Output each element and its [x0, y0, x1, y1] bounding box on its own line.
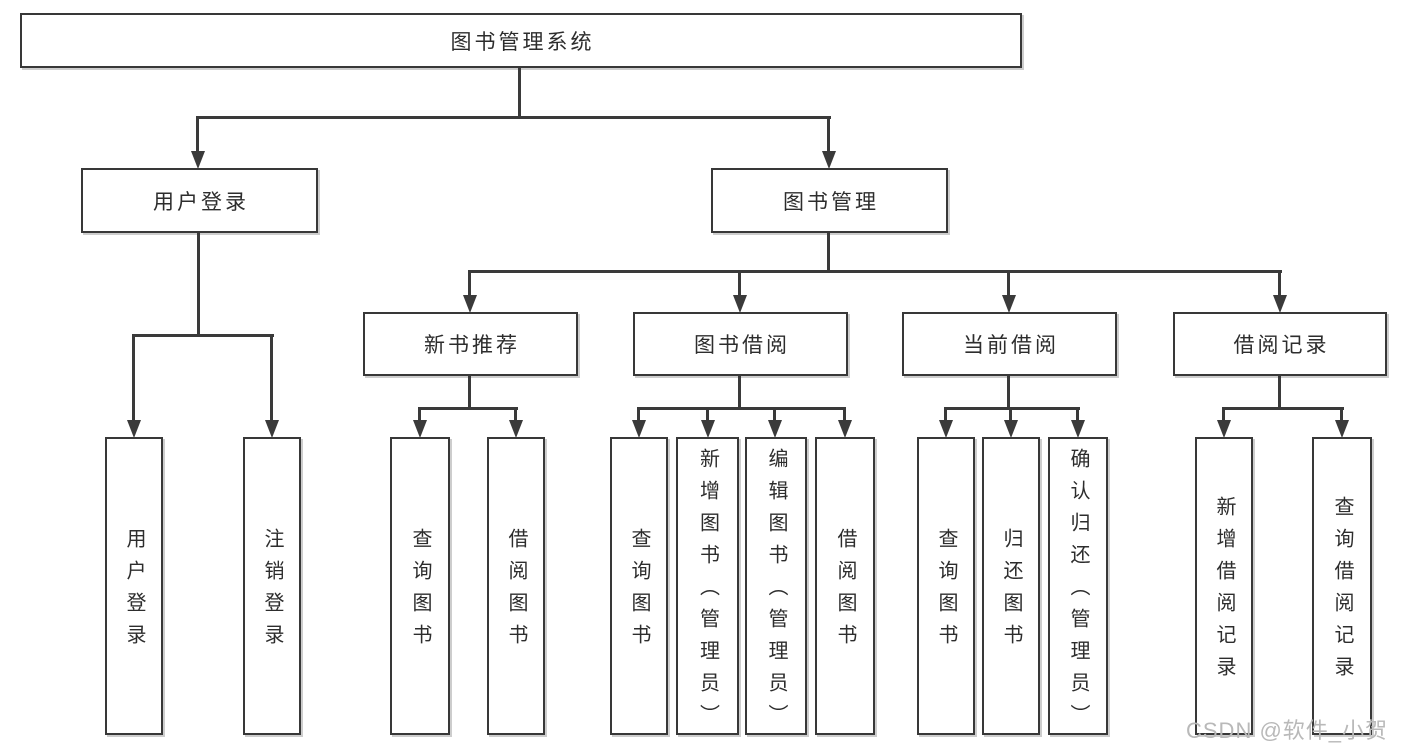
- arrowhead-down-icon: [191, 151, 205, 169]
- node-root-system: 图书管理系统: [20, 13, 1022, 68]
- arrowhead-down-icon: [768, 420, 782, 438]
- arrowhead-down-icon: [1217, 420, 1231, 438]
- node-book-mgmt: 图书管理: [711, 168, 948, 233]
- leaf-add-borrow-record: 新增借阅记录: [1195, 437, 1253, 735]
- edge-new-book-stub: [468, 376, 471, 410]
- leaf-label: 注销登录: [261, 528, 283, 656]
- arrowhead-down-icon: [1004, 420, 1018, 438]
- edge-to-leaf-login: [132, 334, 135, 420]
- node-user-login-label: 用户登录: [153, 190, 249, 214]
- arrowhead-down-icon: [1002, 295, 1016, 313]
- leaf-label: 查询借阅记录: [1331, 496, 1353, 688]
- arrowhead-down-icon: [1273, 295, 1287, 313]
- edge-new-book-hline: [420, 407, 518, 410]
- edge-current-borrow-hline: [946, 407, 1080, 410]
- edge-book-borrow-stub: [738, 376, 741, 410]
- edge-to-leaf: [1222, 407, 1225, 420]
- edge-to-new-book: [468, 270, 471, 295]
- edge-user-login-hline: [134, 334, 274, 337]
- arrowhead-down-icon: [265, 420, 279, 438]
- leaf-label: 用户登录: [123, 528, 145, 656]
- leaf-user-login: 用户登录: [105, 437, 163, 735]
- edge-to-leaf: [514, 407, 517, 420]
- arrowhead-down-icon: [701, 420, 715, 438]
- leaf-add-books-admin: 新增图书（管理员）: [676, 437, 739, 736]
- leaf-query-books-newbook: 查询图书: [390, 437, 450, 735]
- node-book-mgmt-label: 图书管理: [783, 190, 879, 214]
- arrowhead-down-icon: [632, 420, 646, 438]
- edge-to-leaf: [1009, 407, 1012, 420]
- node-borrow-records-label: 借阅记录: [1233, 334, 1330, 357]
- edge-to-leaf: [843, 407, 846, 420]
- edge-book-mgmt-stub: [827, 233, 830, 273]
- leaf-label: 归还图书: [1000, 528, 1022, 656]
- node-current-borrow-label: 当前借阅: [963, 334, 1059, 357]
- arrowhead-down-icon: [413, 420, 427, 438]
- arrowhead-down-icon: [127, 420, 141, 438]
- edge-to-leaf: [706, 407, 709, 420]
- leaf-borrow-books-newbook: 借阅图书: [487, 437, 545, 735]
- node-borrow-records: 借阅记录: [1173, 312, 1387, 376]
- arrowhead-down-icon: [733, 295, 747, 313]
- leaf-query-books-current: 查询图书: [917, 437, 975, 735]
- arrowhead-down-icon: [1071, 420, 1085, 438]
- node-root-label: 图书管理系统: [450, 30, 595, 54]
- edge-borrow-records-stub: [1278, 376, 1281, 410]
- node-user-login: 用户登录: [81, 168, 318, 233]
- node-book-borrow: 图书借阅: [633, 312, 848, 376]
- leaf-label: 确认归还（管理员）: [1067, 448, 1089, 736]
- csdn-watermark: CSDN @软件_小贺同学: [1186, 718, 1389, 743]
- edge-to-leaf: [418, 407, 421, 420]
- arrowhead-down-icon: [463, 295, 477, 313]
- leaf-edit-books-admin: 编辑图书（管理员）: [745, 437, 807, 736]
- leaf-label: 查询图书: [628, 528, 650, 656]
- edge-to-leaf-logout: [270, 334, 273, 420]
- leaf-label: 新增借阅记录: [1213, 496, 1235, 688]
- edge-current-borrow-stub: [1007, 376, 1010, 410]
- edge-root-stub: [518, 68, 521, 119]
- edge-to-current-borrow: [1007, 270, 1010, 295]
- edge-to-book-borrow: [738, 270, 741, 295]
- edge-to-book-mgmt: [827, 116, 830, 151]
- edge-user-login-stub: [197, 233, 200, 337]
- leaf-query-books-borrow: 查询图书: [610, 437, 668, 735]
- edge-root-hline: [197, 116, 831, 119]
- arrowhead-down-icon: [939, 420, 953, 438]
- leaf-label: 新增图书（管理员）: [696, 448, 719, 736]
- leaf-label: 编辑图书（管理员）: [765, 448, 787, 736]
- edge-to-leaf: [1340, 407, 1343, 420]
- edge-to-borrow-records: [1278, 270, 1281, 295]
- leaf-borrow-books-borrow: 借阅图书: [815, 437, 875, 735]
- arrowhead-down-icon: [509, 420, 523, 438]
- leaf-confirm-return-admin: 确认归还（管理员）: [1048, 437, 1108, 736]
- arrowhead-down-icon: [1335, 420, 1349, 438]
- edge-to-leaf: [1076, 407, 1079, 420]
- node-new-book: 新书推荐: [363, 312, 578, 376]
- leaf-return-books: 归还图书: [982, 437, 1040, 735]
- arrowhead-down-icon: [838, 420, 852, 438]
- leaf-label: 查询图书: [409, 528, 431, 656]
- edge-book-mgmt-hline: [470, 270, 1282, 273]
- leaf-label: 借阅图书: [834, 528, 856, 656]
- edge-borrow-records-hline: [1224, 407, 1344, 410]
- edge-to-user-login: [196, 116, 199, 151]
- leaf-label: 查询图书: [935, 528, 957, 656]
- edge-book-borrow-hline: [637, 407, 845, 410]
- edge-to-leaf: [773, 407, 776, 420]
- node-book-borrow-label: 图书借阅: [694, 334, 790, 357]
- leaf-label: 借阅图书: [505, 528, 527, 656]
- leaf-logout: 注销登录: [243, 437, 301, 735]
- arrowhead-down-icon: [822, 151, 836, 169]
- edge-to-leaf: [944, 407, 947, 420]
- edge-to-leaf: [637, 407, 640, 420]
- leaf-query-borrow-record: 查询借阅记录: [1312, 437, 1372, 735]
- node-new-book-label: 新书推荐: [424, 334, 520, 357]
- node-current-borrow: 当前借阅: [902, 312, 1117, 376]
